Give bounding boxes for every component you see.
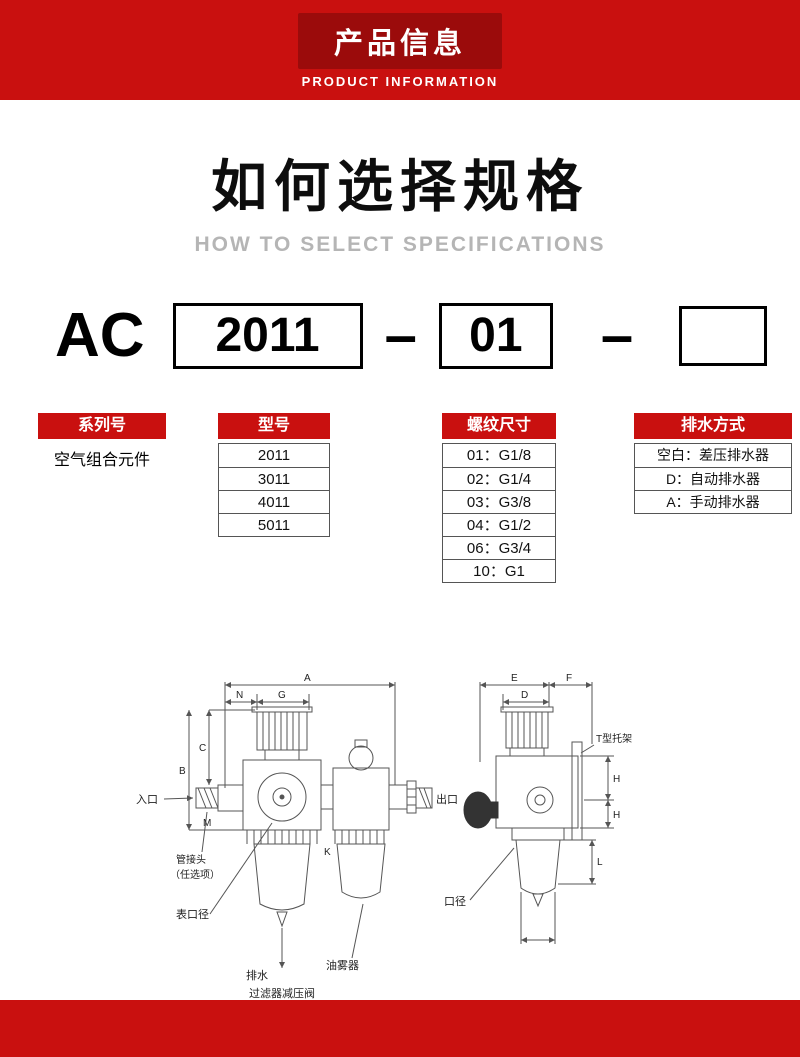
filter-regulator-caption: 过滤器减压阀	[249, 986, 315, 1000]
dim-n-label: N	[236, 690, 243, 701]
dim-f-label: F	[566, 673, 572, 684]
model-option: 5011	[219, 513, 329, 536]
page-title: 如何选择规格	[211, 155, 589, 218]
drain-option: D：自动排水器	[635, 467, 791, 490]
bowl-guard-ribs	[247, 830, 384, 844]
side-knob	[501, 707, 553, 756]
inlet-label: 入口	[136, 794, 158, 806]
side-view	[464, 682, 614, 944]
drain-option: 空白：差压排水器	[657, 447, 769, 463]
model-code-row: AC 2011 – 01 –	[55, 301, 768, 370]
model-options-table: 2011 3011 4011 5011	[218, 443, 330, 537]
filter-regulator-body	[243, 760, 321, 830]
dim-c-label: C	[199, 743, 206, 754]
product-info-banner: 产品信息 PRODUCT INFORMATION	[0, 0, 800, 100]
model-box-model: 2011	[172, 303, 363, 369]
thread-option: 06：G3/4	[443, 536, 555, 559]
model-option: 3011	[219, 467, 329, 490]
dim-k-label: K	[324, 847, 331, 858]
column-drain-type: 排水方式 空白：差压排水器 D：自动排水器 A：手动排水器	[634, 413, 792, 514]
outlet-port	[389, 781, 432, 813]
drain-option: A：手动排水器	[635, 490, 791, 513]
column-series-header: 系列号	[38, 413, 166, 439]
gauge-side	[464, 792, 498, 828]
lubricator-bowl	[337, 844, 385, 898]
side-body	[496, 756, 578, 828]
model-option: 4011	[219, 490, 329, 513]
t-bracket-label: T型托架	[596, 732, 632, 745]
column-series: 系列号 空气组合元件	[38, 413, 166, 470]
footer-bar	[0, 1000, 800, 1057]
gauge-bore-label: 表口径	[176, 907, 209, 921]
banner-title: 产品信息	[333, 28, 466, 60]
column-model-header: 型号	[218, 413, 330, 439]
drain-options-table: 空白：差压排水器 D：自动排水器 A：手动排水器	[634, 443, 792, 514]
thread-option: 01：G1/8	[466, 447, 532, 464]
model-prefix: AC	[55, 301, 145, 370]
column-model: 型号 2011 3011 4011 5011	[218, 413, 330, 537]
t-bracket	[572, 742, 582, 840]
drain-label: 排水	[246, 968, 268, 982]
model-box-drain	[679, 306, 768, 366]
dim-m-label: M	[203, 818, 211, 829]
column-drain-header: 排水方式	[634, 413, 792, 439]
model-dash-1: –	[384, 303, 417, 368]
inlet-port	[196, 785, 243, 811]
dim-h1-label: H	[613, 774, 620, 785]
dim-a-label: A	[304, 673, 311, 684]
thread-options-table: 01：G1/8 02：G1/4 03：G3/8 04：G1/2 06：G3/4 …	[442, 443, 556, 583]
thread-option: 04：G1/2	[443, 513, 555, 536]
technical-drawing: A N G C B M K 入口 出口 管接头 （任选项） 表口径 排水 过滤器…	[136, 673, 632, 1000]
outlet-label: 出口	[436, 792, 458, 806]
model-option: 2011	[257, 447, 291, 464]
column-thread-header: 螺纹尺寸	[442, 413, 556, 439]
series-item: 空气组合元件	[53, 452, 150, 469]
thread-option: 03：G3/8	[443, 490, 555, 513]
section-heading: 如何选择规格 HOW TO SELECT SPECIFICATIONS	[0, 142, 800, 257]
lubricator-label: 油雾器	[326, 958, 359, 972]
side-bowl	[512, 828, 564, 906]
thread-option: 02：G1/4	[443, 467, 555, 490]
front-view	[164, 682, 432, 968]
dim-l-label: L	[597, 857, 603, 868]
dim-h2-label: H	[613, 810, 620, 821]
banner-badge: 产品信息	[297, 13, 502, 69]
model-box-thread: 01	[438, 303, 553, 369]
column-thread-size: 螺纹尺寸 01：G1/8 02：G1/4 03：G3/8 04：G1/2 06：…	[442, 413, 556, 583]
thread-option: 10：G1	[443, 559, 555, 582]
bore-label: 口径	[444, 895, 466, 908]
dim-e-label: E	[511, 673, 518, 684]
dim-g-label: G	[278, 690, 286, 701]
regulator-knob	[252, 707, 312, 760]
lubricator-unit	[321, 740, 389, 830]
page-subtitle: HOW TO SELECT SPECIFICATIONS	[194, 233, 606, 256]
filter-bowl	[254, 844, 310, 926]
model-dash-2: –	[600, 303, 634, 368]
fitting-label-line2: （任选项）	[170, 868, 220, 881]
banner-subtitle: PRODUCT INFORMATION	[301, 74, 499, 89]
dim-b-label: B	[179, 766, 186, 777]
fitting-label-line1: 管接头	[176, 853, 206, 866]
dim-d-label: D	[521, 690, 528, 701]
